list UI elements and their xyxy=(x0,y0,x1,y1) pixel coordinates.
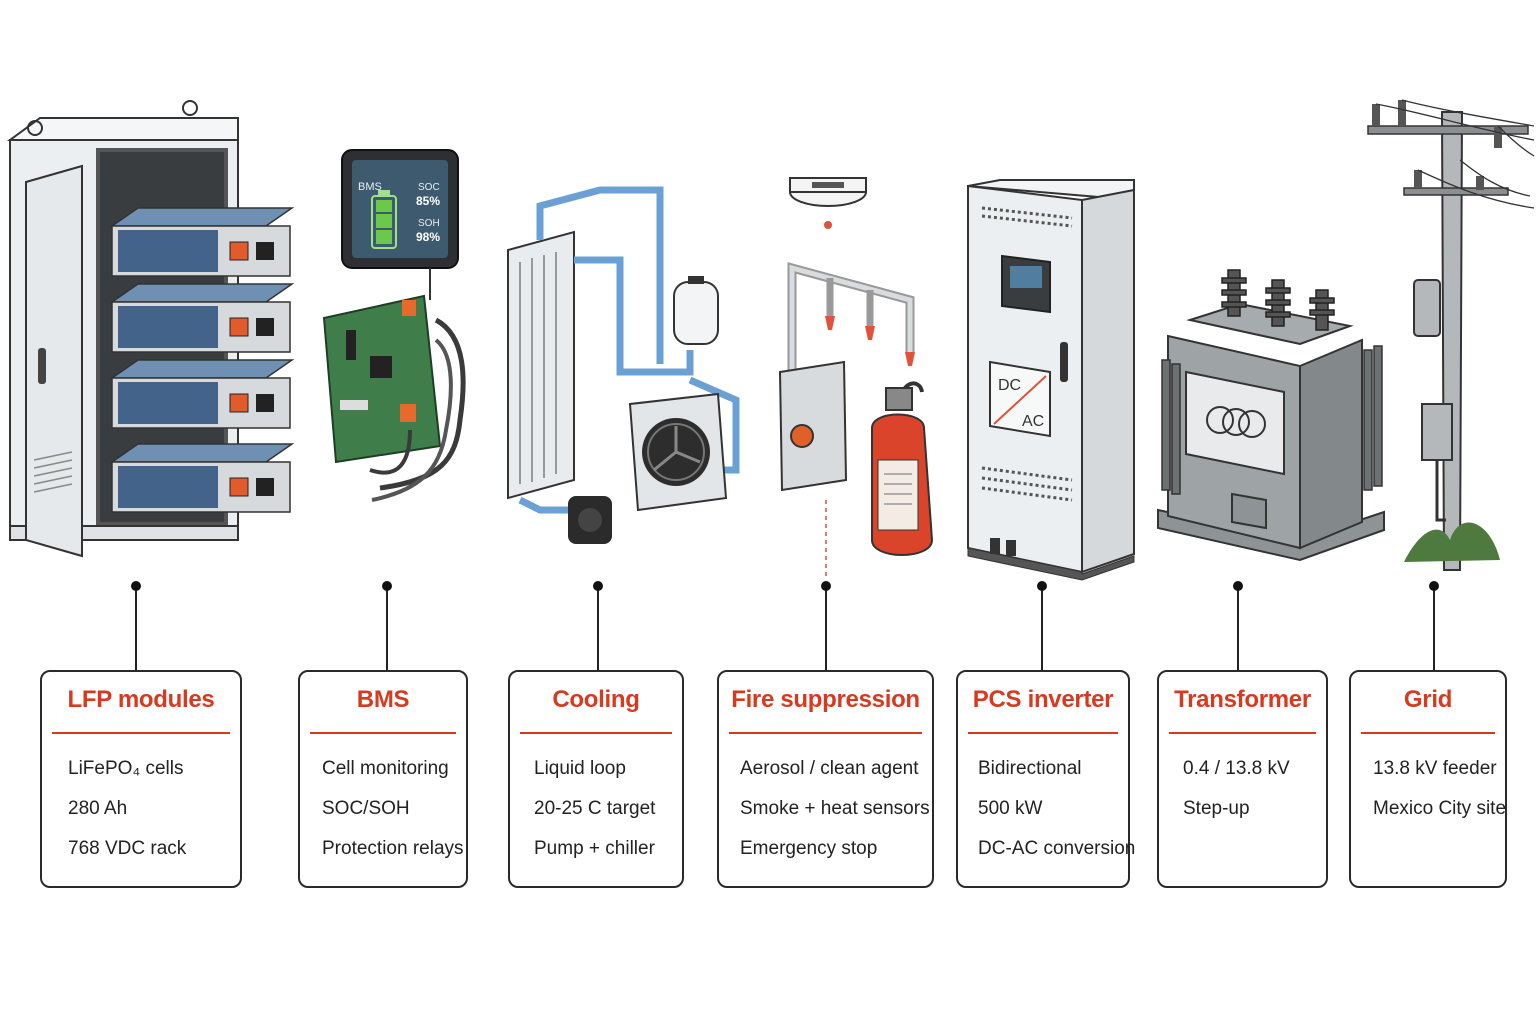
card-divider xyxy=(1169,732,1316,734)
card-line: 768 VDC rack xyxy=(68,838,187,859)
card-line: Protection relays xyxy=(322,838,464,859)
card-title: LFP modules xyxy=(67,686,215,713)
grid-pole-illustration xyxy=(1367,99,1535,571)
fire-suppression-illustration xyxy=(778,177,934,576)
card-divider xyxy=(520,732,672,734)
cooling-illustration xyxy=(507,186,740,544)
card-divider xyxy=(729,732,922,734)
card-title: Grid xyxy=(1403,686,1453,713)
pcs-dc-label: DC xyxy=(998,377,1021,394)
connector-dot-fire xyxy=(821,581,831,591)
card-pcs-inverter: PCS inverter Bidirectional 500 kW DC-AC … xyxy=(956,670,1135,888)
card-line: LiFePO₄ cells xyxy=(68,758,184,779)
battery-module-2 xyxy=(109,283,295,353)
card-line: Pump + chiller xyxy=(534,838,655,859)
card-line: Bidirectional xyxy=(978,758,1082,779)
pcs-inverter-illustration: DC AC xyxy=(967,179,1135,581)
bms-illustration: BMS SOC 85% SOH 98% xyxy=(322,149,466,502)
card-line: 500 kW xyxy=(978,798,1043,819)
transformer-bushings xyxy=(1221,269,1335,331)
connector-dot-grid xyxy=(1429,581,1439,591)
card-fire-suppression: Fire suppression Aerosol / clean agent S… xyxy=(717,670,934,888)
card-lfp-modules: LFP modules LiFePO₄ cells 280 Ah 768 VDC… xyxy=(40,670,242,888)
card-line: 0.4 / 13.8 kV xyxy=(1183,758,1290,779)
card-divider xyxy=(1361,732,1495,734)
card-line: Liquid loop xyxy=(534,758,626,779)
card-line: Smoke + heat sensors xyxy=(740,798,930,819)
card-line: DC-AC conversion xyxy=(978,838,1136,859)
connector-lines xyxy=(135,586,1435,670)
connector-dot-pcs xyxy=(1037,581,1047,591)
card-line: SOC/SOH xyxy=(322,798,410,819)
card-divider xyxy=(310,732,456,734)
card-title: PCS inverter xyxy=(972,686,1114,713)
card-line: 13.8 kV feeder xyxy=(1373,758,1497,779)
card-line: 280 Ah xyxy=(68,798,128,819)
connector-dot-cooling xyxy=(593,581,603,591)
battery-module-4 xyxy=(109,443,295,513)
card-title: Fire suppression xyxy=(731,686,920,713)
card-line: 20-25 C target xyxy=(534,798,656,819)
card-divider xyxy=(52,732,230,734)
battery-module-1 xyxy=(109,207,295,277)
card-line: Aerosol / clean agent xyxy=(740,758,919,779)
pcs-ac-label: AC xyxy=(1022,413,1044,430)
card-line: Emergency stop xyxy=(740,838,878,859)
card-line: Step-up xyxy=(1183,798,1250,819)
card-title: Cooling xyxy=(552,686,640,713)
card-title: Transformer xyxy=(1174,686,1311,713)
lfp-rack-illustration xyxy=(6,100,295,558)
bms-screen-label: BMS xyxy=(358,181,382,193)
connector-dot-transformer xyxy=(1233,581,1243,591)
card-divider xyxy=(968,732,1118,734)
card-bms: BMS Cell monitoring SOC/SOH Protection r… xyxy=(298,670,468,888)
connector-dot-lfp xyxy=(131,581,141,591)
card-transformer: Transformer 0.4 / 13.8 kV Step-up xyxy=(1157,670,1328,888)
card-line: Mexico City site xyxy=(1373,798,1507,819)
card-cooling: Cooling Liquid loop 20-25 C target Pump … xyxy=(508,670,684,888)
card-title: BMS xyxy=(356,686,410,713)
bms-soh-value: 98% xyxy=(416,230,440,244)
card-line: Cell monitoring xyxy=(322,758,449,779)
bms-soh-label: SOH xyxy=(418,218,440,229)
battery-module-3 xyxy=(109,359,295,429)
card-grid: Grid 13.8 kV feeder Mexico City site xyxy=(1349,670,1507,888)
bms-soc-label: SOC xyxy=(418,182,440,193)
transformer-illustration xyxy=(1157,269,1385,562)
connector-dot-bms xyxy=(382,581,392,591)
bms-soc-value: 85% xyxy=(416,194,440,208)
